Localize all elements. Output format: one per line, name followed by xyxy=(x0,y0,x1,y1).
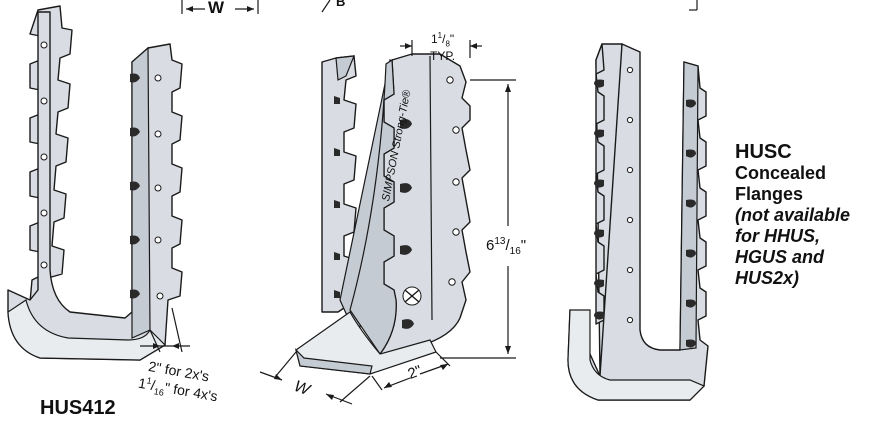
husc-note4: HUS2x) xyxy=(735,268,800,288)
height-num: 13 xyxy=(494,236,506,247)
hus412-hanger-drawing xyxy=(7,5,190,361)
top-w-label: W xyxy=(208,0,225,17)
flange-width-num: 1 xyxy=(437,31,443,40)
husc-title: HUSC xyxy=(735,141,792,163)
height-dim-label: 613/16" xyxy=(486,236,527,257)
flange-width-value: 11/8" xyxy=(430,31,455,49)
husc-note2: for HHUS, xyxy=(735,226,820,246)
flange-width-den: 8 xyxy=(445,39,450,49)
flange-width-note: TYP. xyxy=(430,49,456,64)
height-whole: 6 xyxy=(486,237,495,254)
husc-note1: (not available xyxy=(735,205,851,225)
flange-width-whole: 1 xyxy=(430,32,438,46)
height-den: 16 xyxy=(509,246,521,257)
seat-dim-4x-num: 1 xyxy=(145,375,153,387)
husc-caption: HUSC Concealed Flanges (not available fo… xyxy=(735,142,850,289)
top-w-dimension xyxy=(181,0,698,14)
husc-hanger-drawing xyxy=(567,43,709,401)
flange-width-dim: 11/8" TYP. xyxy=(430,30,455,62)
height-unit: " xyxy=(520,237,527,254)
husc-line2: Flanges xyxy=(735,184,804,204)
top-b-label: B xyxy=(336,0,346,9)
flange-width-unit: " xyxy=(449,32,455,46)
center-hanger-drawing xyxy=(259,40,516,405)
husc-note3: HGUS and xyxy=(735,247,825,267)
hus412-part-label: HUS412 xyxy=(40,397,116,419)
husc-line1: Concealed xyxy=(735,163,827,183)
